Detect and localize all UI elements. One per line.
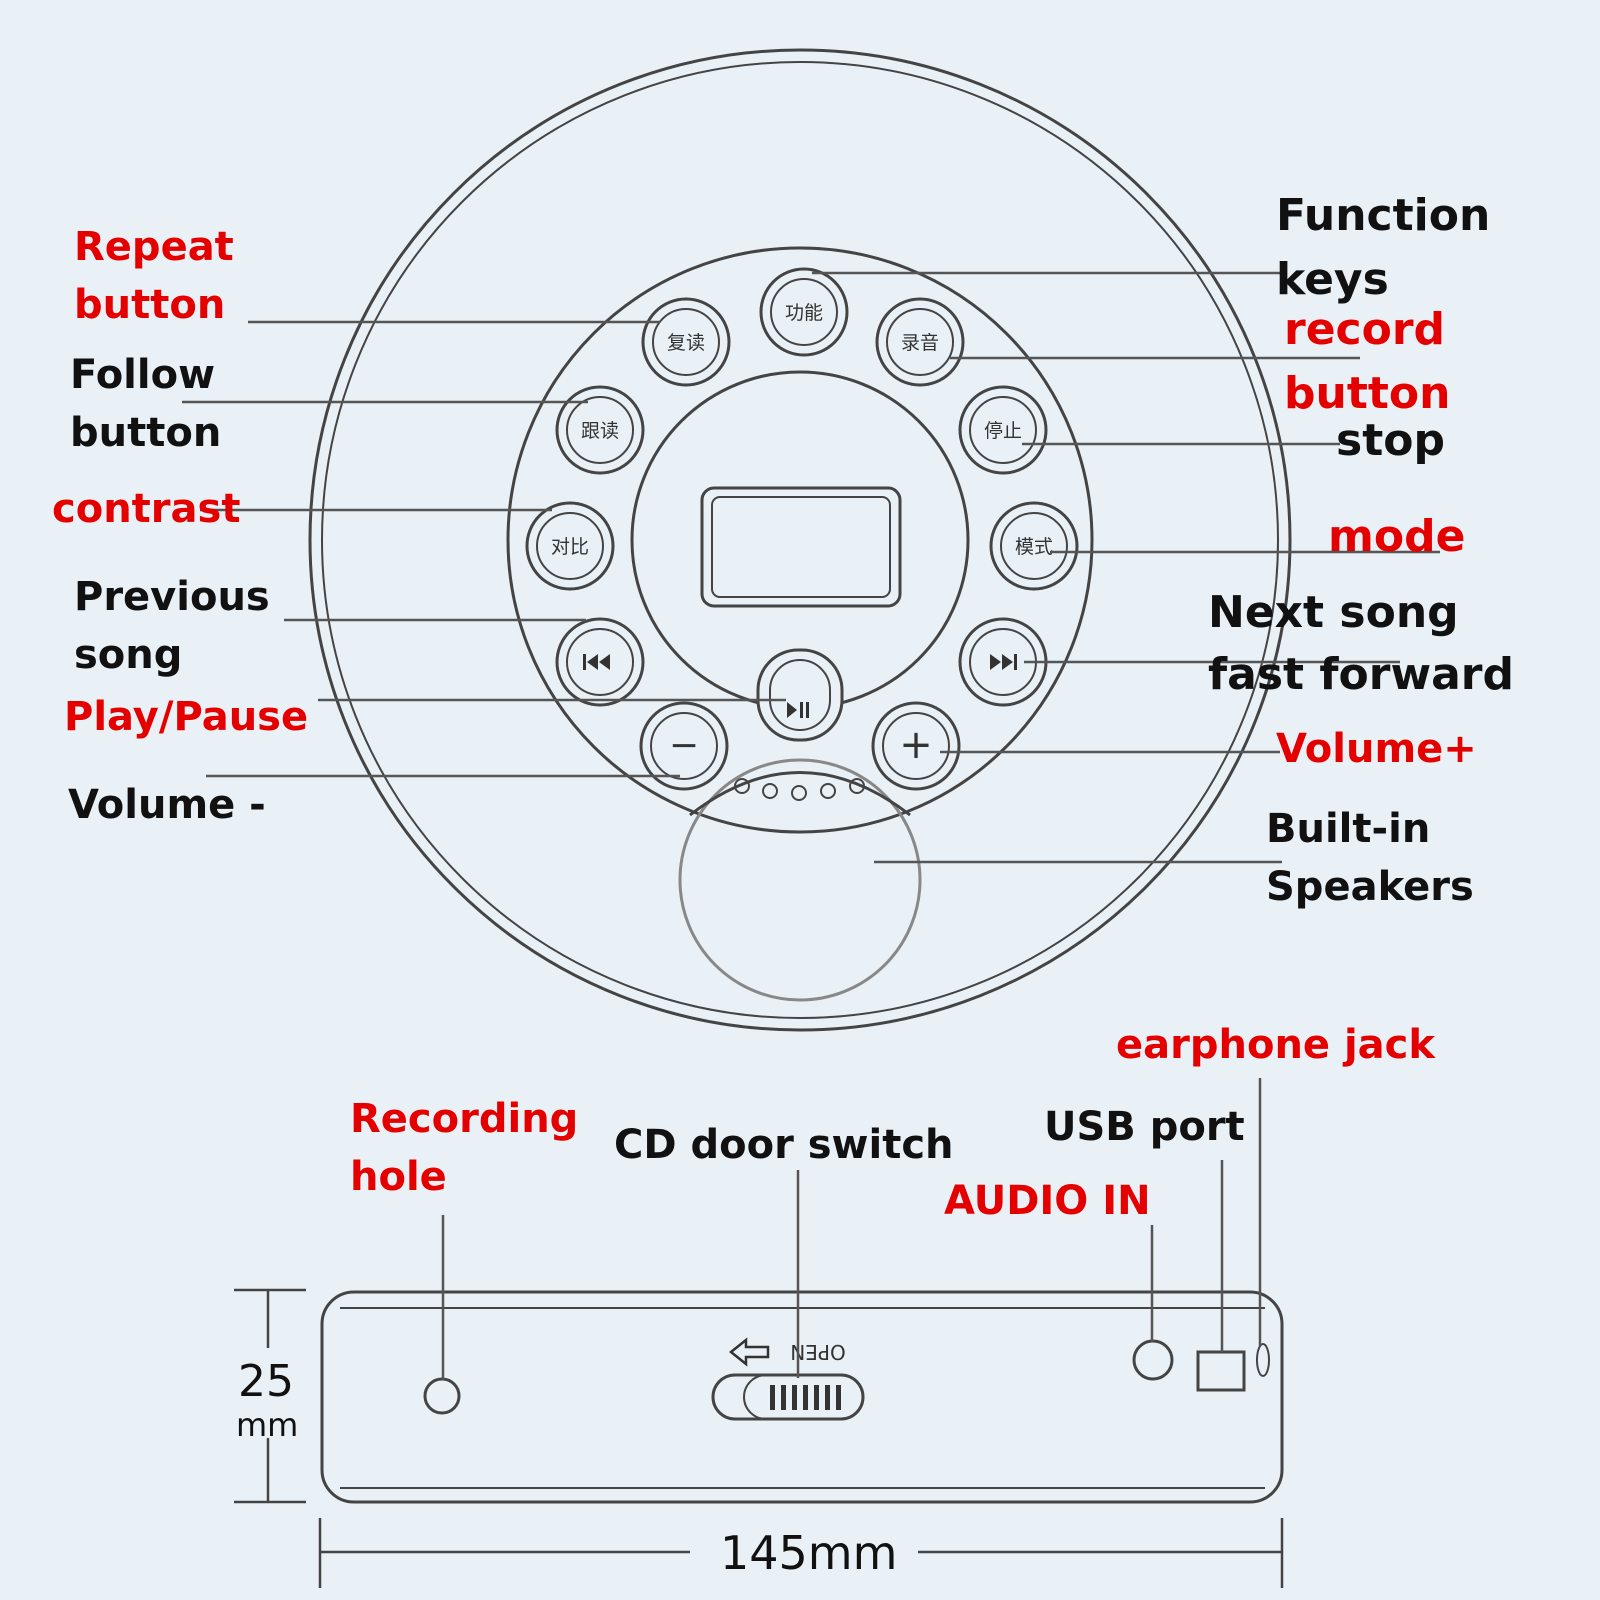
speaker-dot bbox=[734, 778, 750, 794]
speaker-grille-cap bbox=[689, 771, 911, 817]
recording-hole bbox=[423, 1377, 461, 1415]
contrast-button-label: 对比 bbox=[551, 536, 589, 558]
label-stop: stop bbox=[1336, 415, 1445, 466]
label-usb-port: USB port bbox=[1044, 1104, 1245, 1150]
audio-in-jack bbox=[1132, 1339, 1174, 1381]
open-arrow-icon bbox=[728, 1337, 770, 1367]
label-volume-minus: Volume - bbox=[68, 782, 266, 828]
label-repeat-button: Repeat button bbox=[74, 224, 234, 328]
lcd-screen bbox=[700, 486, 902, 608]
speaker-dot bbox=[849, 778, 865, 794]
open-label: OPEN bbox=[790, 1340, 845, 1364]
label-audio-in: AUDIO IN bbox=[944, 1178, 1151, 1224]
label-play-pause: Play/Pause bbox=[64, 694, 309, 740]
record-button-label: 录音 bbox=[901, 332, 939, 354]
previous-icon bbox=[583, 654, 610, 670]
next-icon bbox=[990, 654, 1017, 670]
label-recording-hole: Recording hole bbox=[350, 1096, 579, 1200]
width-dimension: 145mm bbox=[720, 1526, 898, 1580]
outer-disc-outline bbox=[308, 48, 1292, 1032]
height-dimension-value: 25 bbox=[238, 1356, 294, 1407]
follow-button-label: 跟读 bbox=[581, 420, 619, 442]
label-contrast: contrast bbox=[52, 486, 241, 532]
built-in-speaker bbox=[678, 758, 922, 1002]
mode-button-label: 模式 bbox=[1015, 536, 1053, 558]
speaker-dot bbox=[791, 785, 807, 801]
label-next-song: Next song fast forward bbox=[1208, 587, 1514, 700]
play-pause-icon bbox=[787, 702, 809, 718]
stop-button-label: 停止 bbox=[984, 420, 1022, 442]
label-record-button: record button bbox=[1284, 304, 1451, 419]
function-button-label: 功能 bbox=[785, 302, 823, 324]
lcd-screen-inner bbox=[711, 496, 891, 598]
label-mode: mode bbox=[1328, 511, 1466, 562]
label-follow-button: Follow button bbox=[70, 352, 222, 456]
speaker-dot bbox=[762, 783, 778, 799]
earphone-jack bbox=[1256, 1343, 1270, 1377]
speaker-dot bbox=[820, 783, 836, 799]
label-earphone-jack: earphone jack bbox=[1116, 1022, 1435, 1068]
plus-glyph: + bbox=[899, 722, 933, 768]
label-built-in-speakers: Built-in Speakers bbox=[1266, 806, 1474, 910]
outer-disc-inner-outline bbox=[321, 61, 1279, 1019]
usb-port bbox=[1196, 1350, 1246, 1392]
height-dimension-unit: mm bbox=[236, 1406, 299, 1444]
label-volume-plus: Volume+ bbox=[1276, 726, 1477, 772]
minus-glyph: − bbox=[669, 725, 699, 766]
repeat-button-label: 复读 bbox=[667, 332, 705, 354]
label-function-keys: Function keys bbox=[1276, 190, 1491, 305]
button-ring bbox=[506, 246, 1094, 834]
switch-grip-icon bbox=[770, 1385, 841, 1410]
side-body bbox=[320, 1290, 1284, 1504]
label-previous-song: Previous song bbox=[74, 574, 270, 678]
label-cd-door-switch: CD door switch bbox=[614, 1122, 954, 1168]
